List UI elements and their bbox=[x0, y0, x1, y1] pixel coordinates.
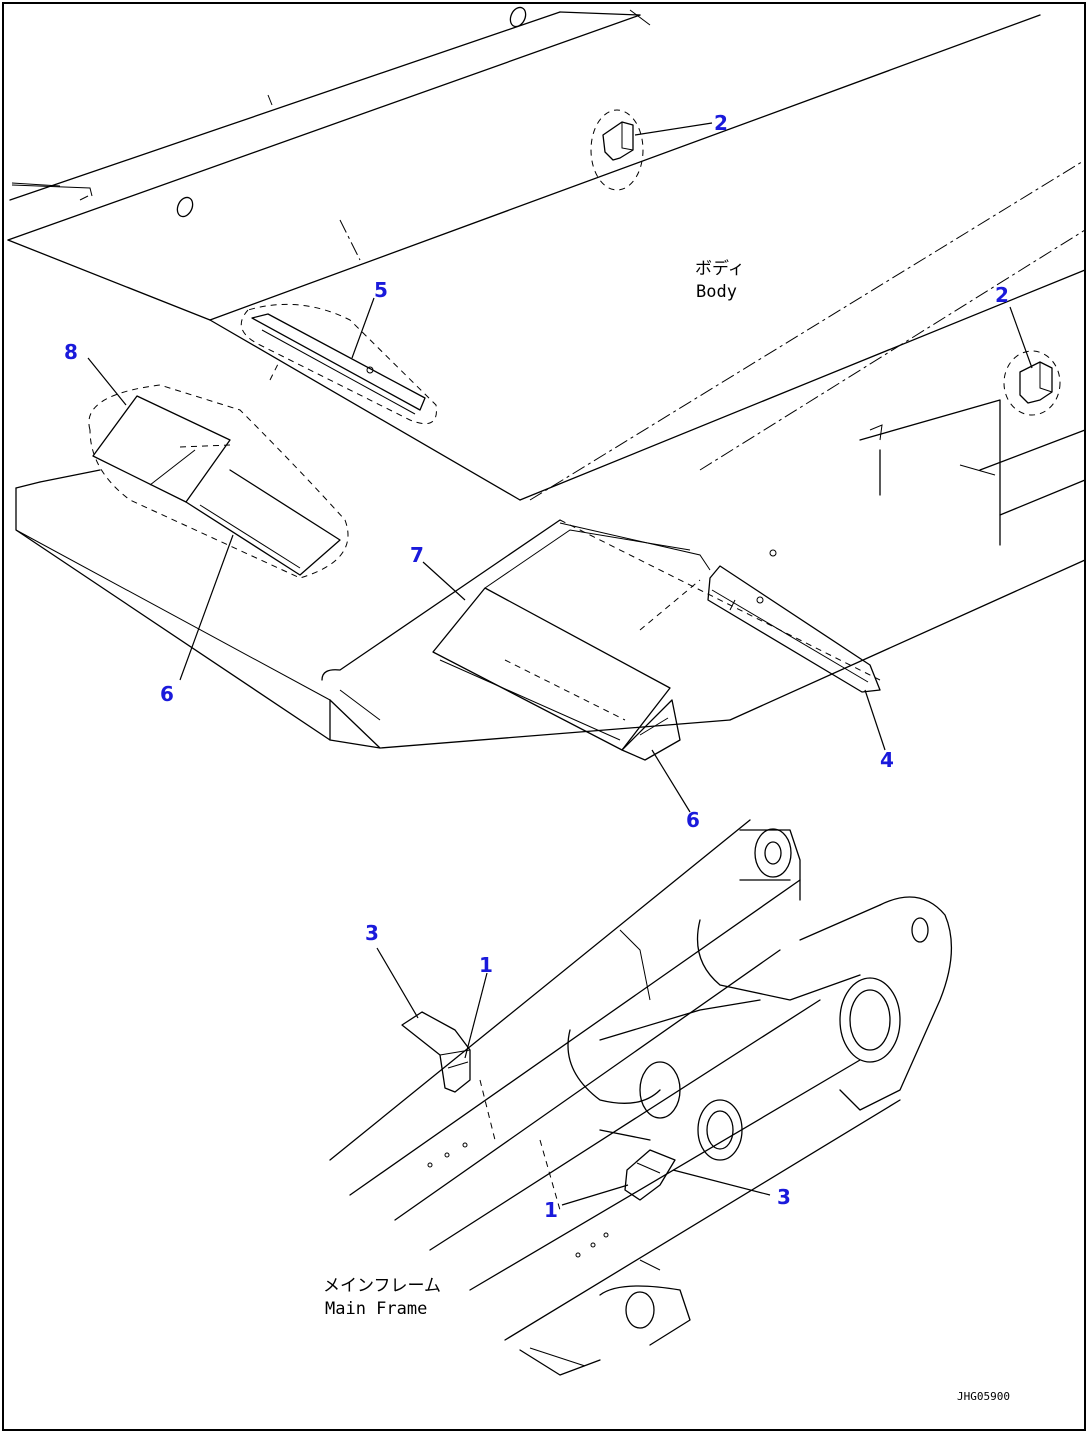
main-frame-label-en: Main Frame bbox=[325, 1299, 428, 1319]
callout-6-left: 6 bbox=[160, 682, 174, 706]
callout-8: 8 bbox=[64, 340, 78, 364]
part-8-plate bbox=[88, 384, 349, 579]
drawing-code: JHG05900 bbox=[957, 1390, 1010, 1403]
body-drawing bbox=[7, 6, 1086, 749]
part-2-bracket-right bbox=[1003, 350, 1061, 416]
part-4-rail bbox=[707, 549, 881, 693]
callout-2-upper: 2 bbox=[714, 111, 728, 135]
callout-3-lower: 3 bbox=[777, 1185, 791, 1209]
body-label-en: Body bbox=[696, 282, 737, 302]
main-frame-label-jp: メインフレーム bbox=[323, 1276, 441, 1296]
leader-lines bbox=[87, 122, 1033, 1206]
main-frame-drawing bbox=[329, 819, 953, 1376]
part-3-bracket-upper bbox=[401, 1011, 471, 1093]
part-7-plate bbox=[432, 522, 711, 751]
part-3-bracket-lower bbox=[624, 1149, 676, 1201]
callout-4: 4 bbox=[880, 748, 894, 772]
part-6-plate-center bbox=[621, 699, 681, 761]
part-5-rail bbox=[240, 303, 437, 425]
callout-6-center: 6 bbox=[686, 808, 700, 832]
callout-2-right: 2 bbox=[995, 283, 1009, 307]
callout-3-upper: 3 bbox=[365, 921, 379, 945]
part-2-bracket-upper bbox=[590, 109, 644, 191]
callout-1-upper: 1 bbox=[479, 953, 493, 977]
callout-5: 5 bbox=[374, 278, 388, 302]
callout-7: 7 bbox=[410, 543, 424, 567]
part-6-plate-left bbox=[185, 469, 341, 576]
body-label-jp: ボディ bbox=[695, 259, 745, 279]
callout-1-lower: 1 bbox=[544, 1198, 558, 1222]
